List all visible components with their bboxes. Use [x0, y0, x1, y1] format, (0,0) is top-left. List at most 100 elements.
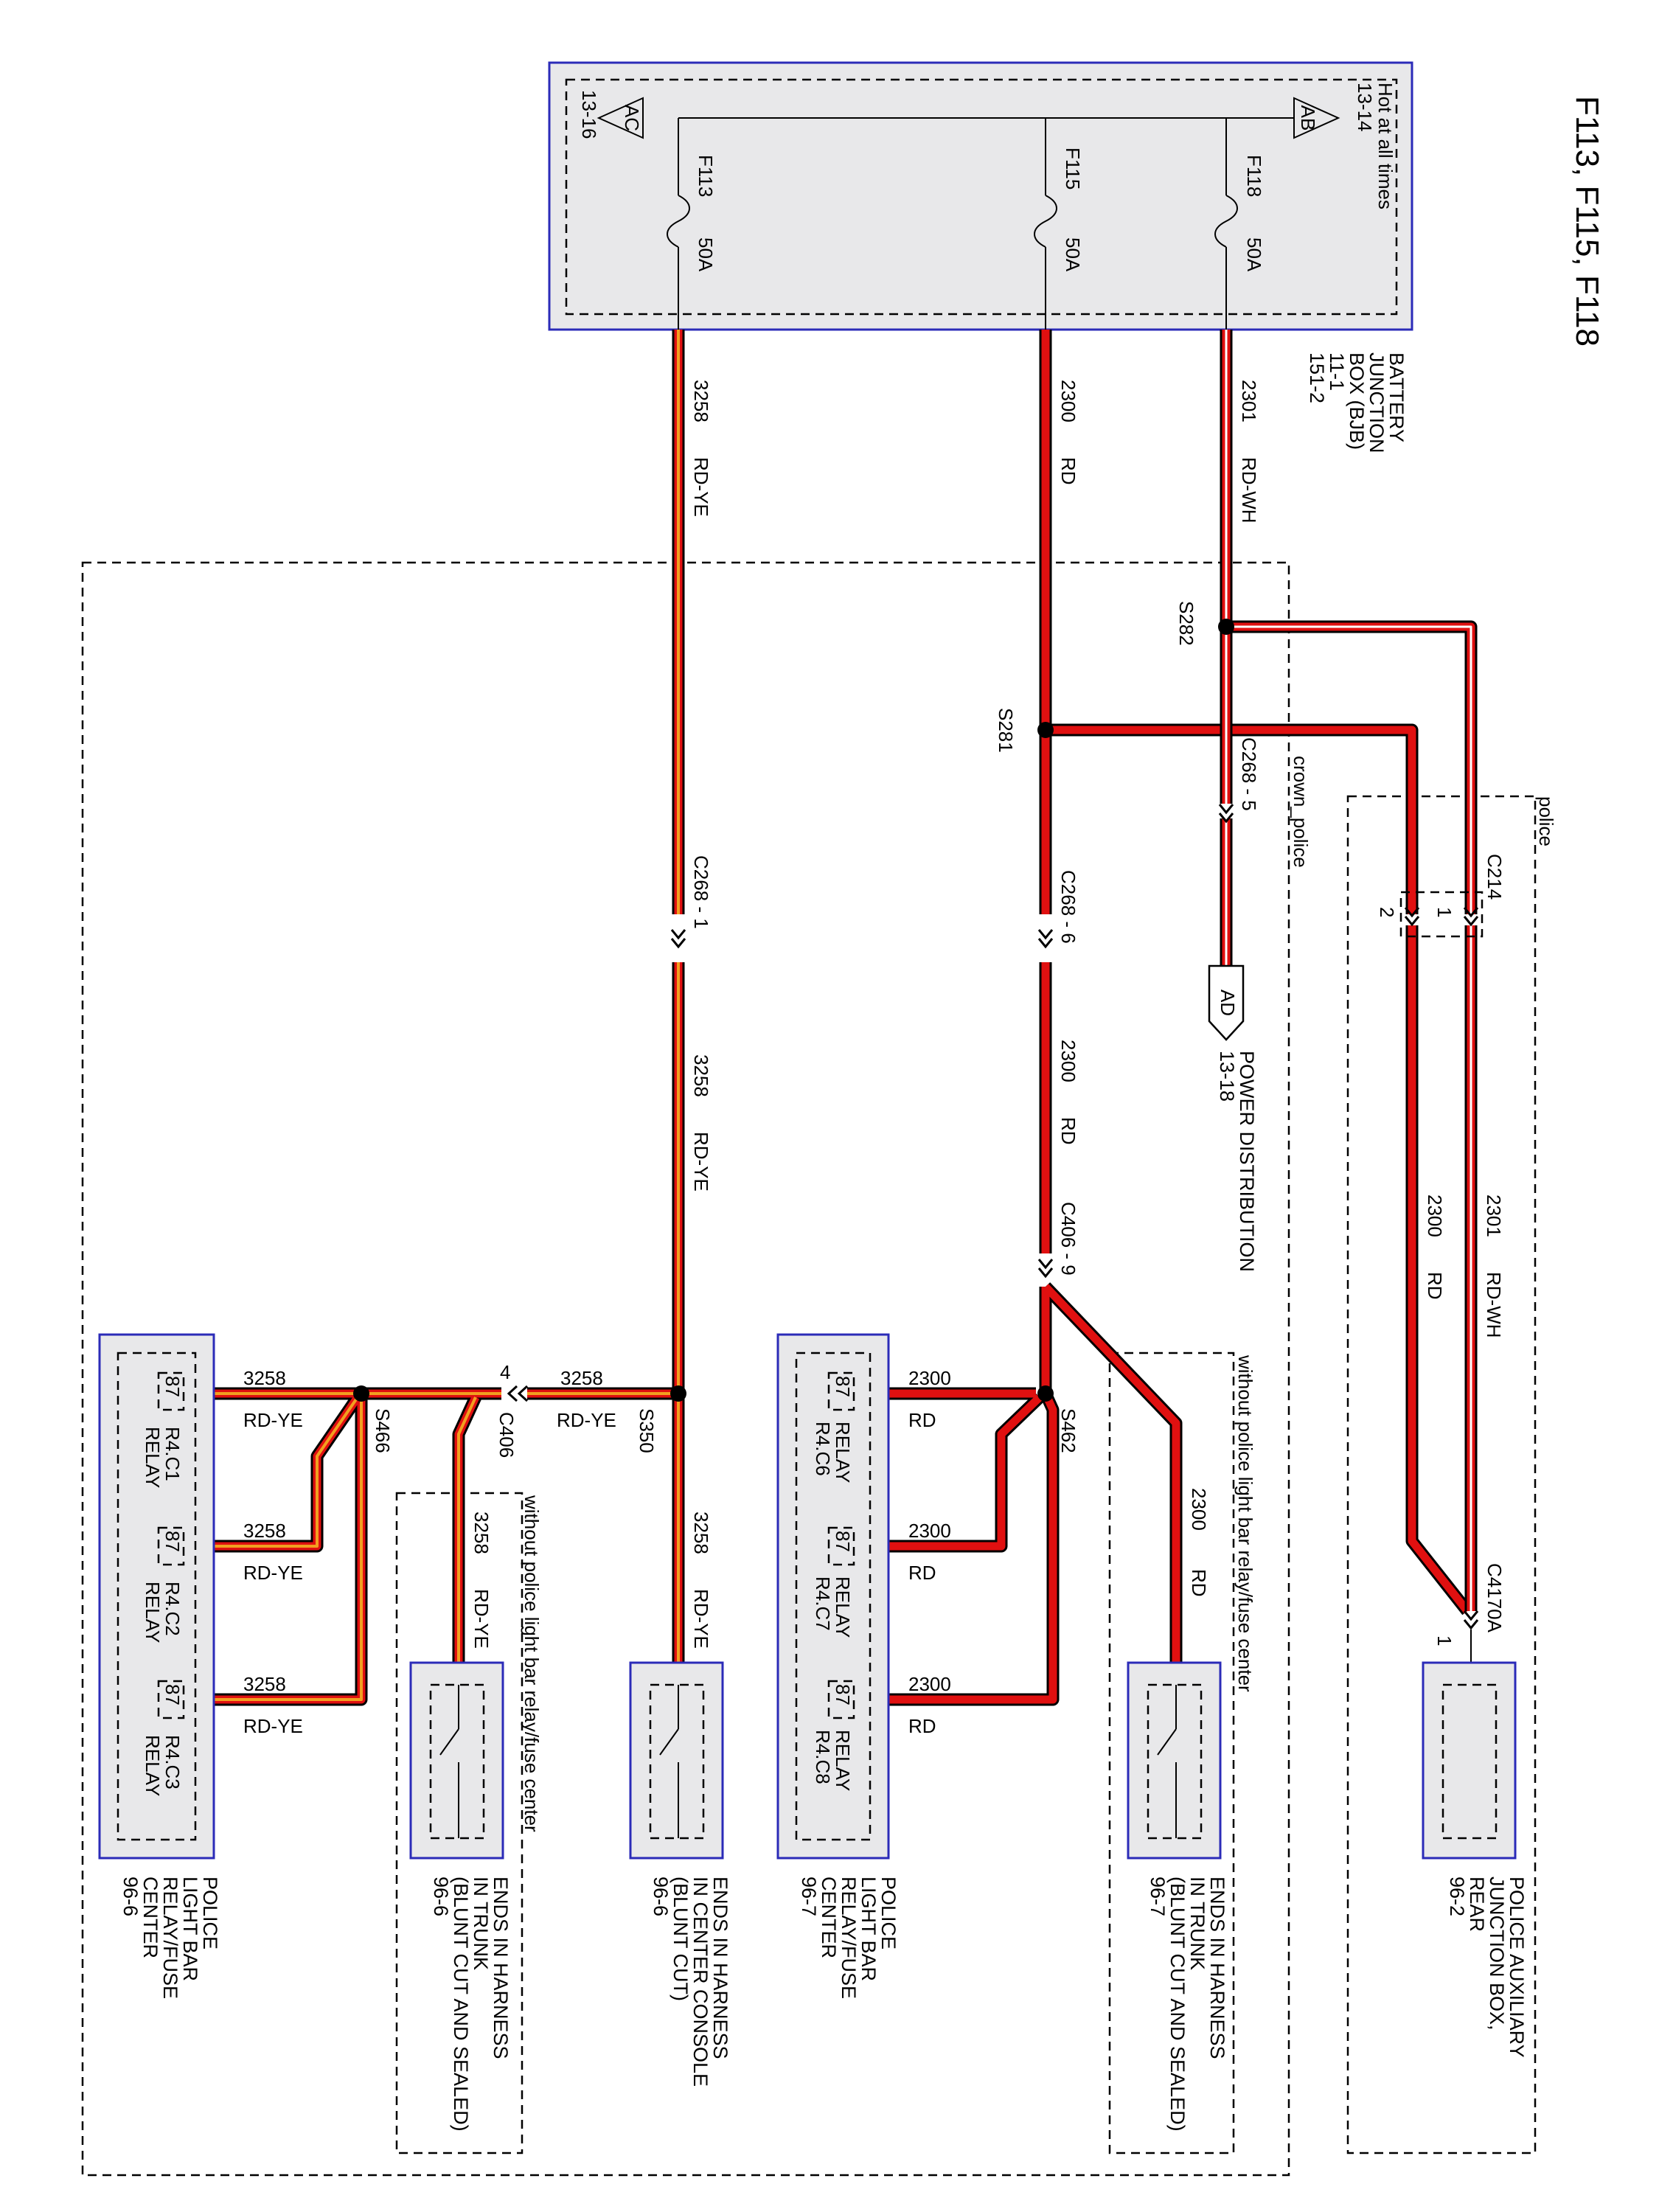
without-lightbar-label-rd: without police light bar relay/fuse cent… [1234, 1354, 1256, 1692]
wire-2300-color: RD [1188, 1569, 1210, 1597]
fuse-f118-rating: 50A [1243, 237, 1265, 272]
connector-c406-4-pin: 4 [500, 1361, 510, 1383]
connector-c406-9: C406 - 9 [1057, 1202, 1079, 1276]
crown-police-region [81, 561, 1290, 2177]
lightbar-ye-line-1: LIGHT BAR [179, 1877, 201, 1981]
relay-r4c3-id: R4.C3 [161, 1735, 184, 1790]
connector-c214: C214 [1484, 854, 1506, 900]
splice-s466: S466 [372, 1408, 394, 1453]
trunk-rd-line-3: 96-7 [1147, 1877, 1169, 1916]
wires-rd [888, 330, 1472, 1706]
lightbar-rd-line-0: POLICE [877, 1877, 900, 1950]
trunk-harness-rd: ENDS IN HARNESS IN TRUNK (BLUNT CUT AND … [1127, 1661, 1228, 2132]
lightbar-rd-line-1: LIGHT BAR [858, 1877, 880, 1981]
page-title: F113, F115, F118 [1569, 96, 1605, 347]
fuse-f113: F113 50A [667, 118, 717, 330]
connector-c4170a-pin: 1 [1433, 1635, 1455, 1646]
relay-r4c8: 87 RELAY R4.C8 [812, 1680, 855, 1791]
lightbar-relay-center-rd: 87 RELAY R4.C6 87 RELAY R4.C7 87 RELAY R… [776, 1333, 900, 1999]
relay-r4c1: 87 R4.C1 RELAY [142, 1371, 185, 1488]
wire-2301-color: RD-WH [1483, 1272, 1505, 1338]
wire-3258-color: RD-YE [557, 1409, 616, 1431]
wire-2300-circuit: 2300 [1188, 1488, 1210, 1531]
bjb-tri-left: AC [621, 105, 643, 131]
relay-r4c7: 87 RELAY R4.C7 [812, 1526, 855, 1638]
lightbar-ye-line-0: POLICE [199, 1877, 221, 1950]
wire-3258-circuit: 3258 [243, 1673, 286, 1695]
bjb-hot-ref: 13-14 [1354, 83, 1376, 132]
fuse-f113-name: F113 [695, 155, 717, 197]
crown-police-label: crown_police [1290, 756, 1312, 868]
trunk-ye-line-0: ENDS IN HARNESS [490, 1877, 512, 2059]
connector-c268-6: C268 - 6 [1057, 870, 1079, 944]
splice-s350: S350 [636, 1408, 658, 1453]
center-console-harness: ENDS IN HARNESS IN CENTER CONSOLE (BLUNT… [629, 1661, 731, 2087]
relay-r4c2: 87 R4.C2 RELAY [142, 1526, 185, 1643]
lightbar-rd-line-2: RELAY/FUSE [838, 1877, 860, 1999]
splice-s282: S282 [1175, 601, 1197, 646]
power-dist-line1: POWER DISTRIBUTION [1236, 1051, 1258, 1272]
trunk-rd-line-2: (BLUNT CUT AND SEALED) [1166, 1877, 1189, 2132]
aux-box-line-1: JUNCTION BOX, [1486, 1877, 1508, 2031]
connector-c268-1: C268 - 1 [690, 855, 712, 929]
console-line-1: IN CENTER CONSOLE [689, 1877, 712, 2087]
trunk-rd-line-1: IN TRUNK [1186, 1877, 1208, 1970]
aux-box-line-0: POLICE AUXILIARY [1506, 1877, 1528, 2058]
connector-c406-4-icon [507, 1385, 529, 1402]
wire-2300-core [888, 330, 1471, 1704]
wire-2300-color: RD [1057, 457, 1079, 485]
wire-2300-circuit: 2300 [1424, 1194, 1446, 1237]
relay-r4c6-id: R4.C6 [812, 1422, 834, 1476]
fuse-f115-rating: 50A [1062, 237, 1084, 272]
wires-rd-wh [1220, 330, 1478, 1611]
console-line-0: ENDS IN HARNESS [709, 1877, 731, 2059]
lightbar-rd-line-4: 96-7 [798, 1877, 820, 1916]
police-label: police [1535, 796, 1557, 846]
relay-r4c1-pin: 87 [161, 1376, 184, 1397]
wire-3258-color: RD-YE [243, 1562, 303, 1584]
fuse-f115-name: F115 [1062, 147, 1084, 189]
aux-box-line-3: 96-2 [1446, 1877, 1468, 1916]
police-aux-junction-box: POLICE AUXILIARY JUNCTION BOX, REAR 96-2 [1422, 1661, 1528, 2058]
ac-triangle-icon [597, 97, 644, 139]
wire-3258-circuit: 3258 [690, 1054, 712, 1097]
relay-r4c1-label: RELAY [142, 1427, 164, 1488]
wire-2300-color: RD [1424, 1272, 1446, 1300]
power-distribution-ref: AD POWER DISTRIBUTION 13-18 [1208, 964, 1258, 1272]
relay-r4c2-pin: 87 [161, 1531, 184, 1552]
trunk-ye-line-1: IN TRUNK [470, 1877, 492, 1970]
connector-c406-9-icon [1037, 1258, 1054, 1278]
connector-c268-6-icon [1037, 928, 1054, 948]
bjb-label-line-2: BOX (BJB) [1346, 352, 1368, 450]
ab-triangle-icon [1293, 97, 1340, 139]
connector-c214-box [1399, 891, 1484, 938]
wire-labels: 3258 RD-YE 3258 RD-YE 3258 RD-YE 3258 RD… [243, 380, 1505, 1737]
splice-s281-dot [1037, 722, 1054, 738]
bjb-left-ref: 13-16 [578, 90, 600, 139]
relay-r4c3: 87 R4.C3 RELAY [142, 1680, 185, 1796]
power-dist-tri: AD [1217, 990, 1239, 1016]
trunk-harness-ye: ENDS IN HARNESS IN TRUNK (BLUNT CUT AND … [409, 1661, 512, 2132]
trunk-rd-line-0: ENDS IN HARNESS [1206, 1877, 1228, 2059]
bjb-tri-right: AB [1297, 105, 1319, 131]
splice-s282-dot [1218, 619, 1234, 635]
wire-3258-color: RD-YE [690, 457, 712, 517]
fuse-f115: F115 50A [1034, 118, 1084, 330]
relay-r4c1-id: R4.C1 [161, 1427, 184, 1481]
splice-s281: S281 [995, 708, 1017, 753]
relay-r4c2-id: R4.C2 [161, 1582, 184, 1636]
lightbar-rd-line-3: CENTER [818, 1877, 840, 1958]
fuse-f118: F118 50A [1214, 118, 1265, 330]
lightbar-ye-line-3: CENTER [139, 1877, 161, 1958]
bjb-label: BATTERY JUNCTION BOX (BJB) 11-1 151-2 [1306, 352, 1408, 453]
power-dist-line2: 13-18 [1216, 1051, 1238, 1102]
trunk-ye-line-2: (BLUNT CUT AND SEALED) [450, 1877, 472, 2132]
lightbar-ye-line-2: RELAY/FUSE [159, 1877, 181, 1999]
relay-r4c6-label: RELAY [832, 1422, 854, 1483]
splice-s350-dot [670, 1385, 686, 1402]
police-region [1346, 795, 1537, 2154]
relay-r4c2-label: RELAY [142, 1582, 164, 1643]
splice-s462-dot [1037, 1385, 1054, 1402]
connector-c214-pin2: 2 [1376, 907, 1398, 917]
